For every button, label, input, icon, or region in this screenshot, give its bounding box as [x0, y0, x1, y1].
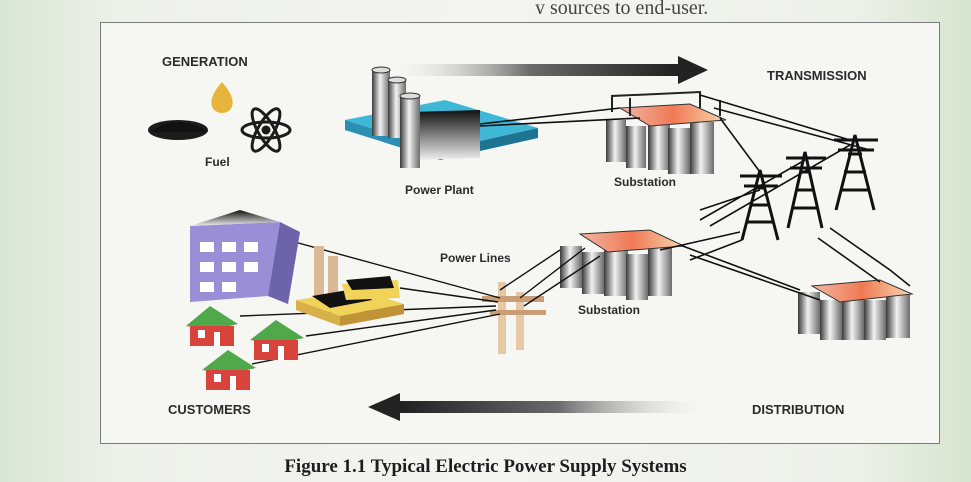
office-building-icon — [190, 210, 300, 304]
label-customers: CUSTOMERS — [168, 402, 251, 417]
page-header-text: y sources to end-user. — [535, 0, 709, 14]
transmission-lines — [479, 94, 911, 301]
house-icon — [250, 320, 304, 360]
label-distribution: DISTRIBUTION — [752, 402, 844, 417]
label-generation: GENERATION — [162, 54, 248, 69]
factory-icon — [296, 246, 404, 326]
fuel-coal-icon — [148, 120, 208, 140]
transmission-towers-icon — [740, 134, 878, 241]
distribution-arrow — [368, 393, 718, 421]
label-substation-mid: Substation — [578, 303, 640, 317]
house-icon — [186, 306, 238, 346]
label-fuel: Fuel — [205, 155, 230, 169]
label-transmission: TRANSMISSION — [767, 68, 867, 83]
substation-distribution-icon — [798, 279, 914, 340]
substation-top-icon — [606, 90, 727, 174]
power-plant-icon — [345, 66, 538, 168]
label-substation-top: Substation — [614, 175, 676, 189]
label-power-lines: Power Lines — [440, 251, 511, 265]
power-pole-icon — [482, 282, 546, 354]
figure-caption: Figure 1.1 Typical Electric Power Supply… — [284, 456, 687, 477]
fuel-atom-icon — [240, 107, 292, 153]
house-icon — [202, 350, 256, 390]
substation-mid-icon — [560, 229, 686, 300]
generation-arrow — [380, 56, 708, 84]
label-power-plant: Power Plant — [405, 183, 474, 197]
fuel-oil-drop-icon — [211, 82, 233, 113]
